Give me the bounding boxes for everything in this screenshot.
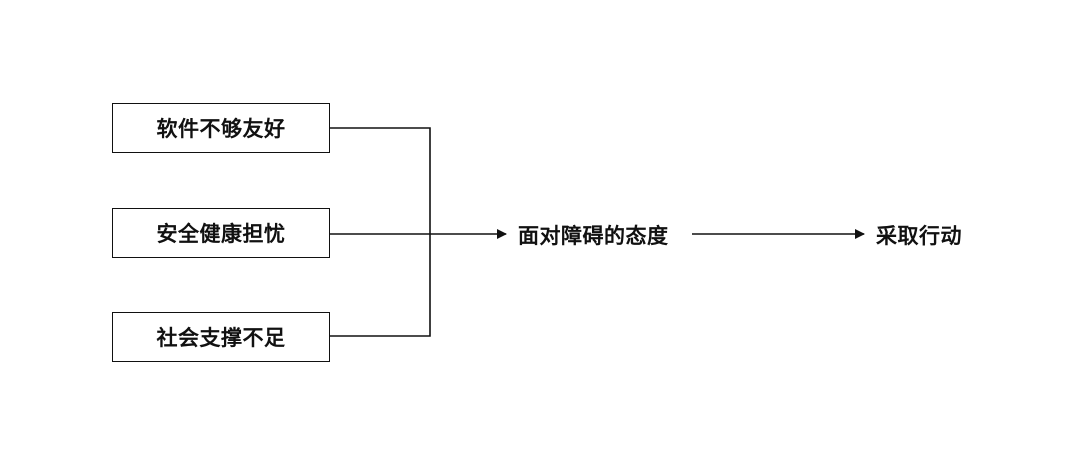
factor-label: 软件不够友好 bbox=[156, 117, 286, 141]
factor-label: 安全健康担忧 bbox=[156, 222, 286, 246]
action-label: 采取行动 bbox=[876, 224, 962, 248]
factor-box-social: 社会支撑不足 bbox=[112, 312, 330, 362]
factor-box-software: 软件不够友好 bbox=[112, 103, 330, 153]
factor-label: 社会支撑不足 bbox=[156, 326, 286, 350]
bracket-connector bbox=[330, 127, 431, 337]
factor-box-safety: 安全健康担忧 bbox=[112, 208, 330, 258]
action-node: 采取行动 bbox=[876, 220, 962, 250]
attitude-node: 面对障碍的态度 bbox=[518, 220, 669, 250]
attitude-label: 面对障碍的态度 bbox=[518, 224, 669, 248]
